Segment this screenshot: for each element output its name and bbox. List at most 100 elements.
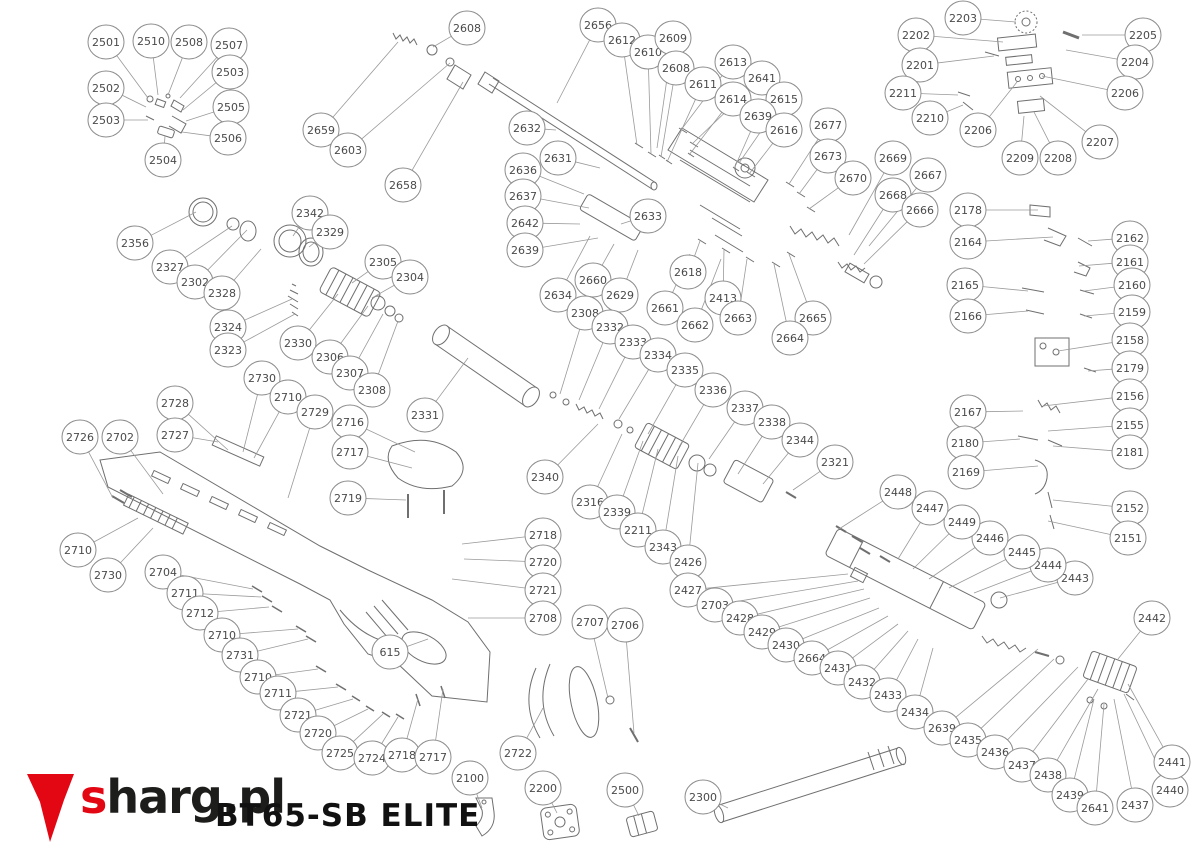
- callout-2666: 2666: [901, 192, 939, 228]
- callout-label: 2609: [659, 32, 687, 45]
- leader-line-2441: [1127, 683, 1164, 748]
- leader-line-2428: [757, 588, 865, 615]
- callout-label: 2728: [161, 397, 189, 410]
- callout-circle: [884, 75, 922, 111]
- leader-line-2443: [999, 581, 1058, 599]
- leader-line-2211: [920, 93, 959, 96]
- callout-2427: 2427: [669, 572, 707, 608]
- callout-2665: 2665: [794, 300, 832, 336]
- leader-line-2718: [461, 536, 526, 545]
- callout-label: 2210: [916, 112, 944, 125]
- callout-2718: 2718: [383, 737, 421, 773]
- callout-circle: [156, 417, 194, 453]
- callout-label: 2426: [674, 556, 702, 569]
- leader-line-2718: [406, 698, 419, 739]
- leader-line-2726: [88, 451, 114, 499]
- callout-2340: 2340: [526, 459, 564, 495]
- callout-circle: [302, 112, 340, 148]
- callout-label: 2618: [674, 266, 702, 279]
- brand-red-letter: s: [80, 770, 107, 824]
- callout-label: 2668: [879, 189, 907, 202]
- callout-circle: [896, 694, 934, 730]
- callout-label: 2444: [1034, 559, 1062, 572]
- callout-circle: [911, 490, 949, 526]
- callout-2615: 2615: [765, 81, 803, 117]
- callout-2662: 2662: [676, 307, 714, 343]
- leader-line-2618: [694, 240, 701, 257]
- callout-label: 2503: [92, 114, 120, 127]
- callout-label: 2321: [821, 456, 849, 469]
- callout-label: 2721: [284, 709, 312, 722]
- callout-label: 2711: [264, 687, 292, 700]
- leader-line-2158: [1057, 342, 1113, 352]
- leader-line-2710: [239, 628, 299, 635]
- callout-circle: [834, 160, 872, 196]
- callout-label: 2704: [149, 566, 177, 579]
- callout-label: 2673: [814, 150, 842, 163]
- callout-label: 2334: [644, 349, 672, 362]
- callout-circle: [101, 419, 139, 455]
- callout-label: 2641: [1081, 802, 1109, 815]
- leader-line-2668: [853, 209, 884, 256]
- callout-circle: [391, 259, 429, 295]
- callout-label: 2432: [848, 676, 876, 689]
- leader-line-2334: [618, 369, 649, 420]
- callout-circle: [508, 110, 546, 146]
- leader-line-2510: [152, 57, 159, 96]
- callout-circle: [406, 397, 444, 433]
- callout-2329: 2329: [311, 214, 349, 250]
- leader-line-2434: [919, 647, 934, 696]
- leader-line-2339: [622, 440, 644, 497]
- callout-2712: 2712: [181, 595, 219, 631]
- callout-2708: 2708: [524, 600, 562, 636]
- callout-label: 2413: [709, 292, 737, 305]
- callout-2503: 2503: [87, 102, 125, 138]
- callout-label: 2720: [529, 556, 557, 569]
- callout-circle: [89, 557, 127, 593]
- leader-line-2730: [120, 527, 154, 563]
- callout-circle: [669, 254, 707, 290]
- callout-2668: 2668: [874, 177, 912, 213]
- callout-label: 2335: [671, 364, 699, 377]
- callout-label: 2344: [786, 434, 814, 447]
- leader-line-2438: [1056, 688, 1099, 761]
- callout-2710: 2710: [269, 379, 307, 415]
- callout-label: 2717: [419, 751, 447, 764]
- callout-circle: [144, 554, 182, 590]
- leader-line-2433: [896, 638, 919, 681]
- callout-2166: 2166: [949, 298, 987, 334]
- callout-label: 2730: [248, 372, 276, 385]
- leader-line-2637: [540, 198, 590, 209]
- callout-circle: [959, 112, 997, 148]
- leader-line-2446: [928, 547, 976, 580]
- callout-2707: 2707: [571, 604, 609, 640]
- callout-2336: 2336: [694, 372, 732, 408]
- callout-label: 2308: [358, 384, 386, 397]
- leader-line-2210: [946, 104, 964, 113]
- callout-label: 2505: [217, 101, 245, 114]
- callout-label: 2438: [1034, 769, 1062, 782]
- leader-line-2152: [1052, 499, 1113, 507]
- callout-circle: [879, 474, 917, 510]
- callout-label: 2429: [748, 626, 776, 639]
- callout-label: 2614: [719, 93, 747, 106]
- callout-2664: 2664: [771, 320, 809, 356]
- callout-label: 2501: [92, 36, 120, 49]
- leader-line-2673: [798, 169, 818, 195]
- leader-line-2202: [933, 35, 1004, 43]
- callout-2203: 2203: [944, 0, 982, 36]
- leader-line-2508: [167, 57, 183, 96]
- callout-label: 2664: [798, 652, 826, 665]
- leader-line-2308: [559, 329, 581, 395]
- callout-circle: [87, 102, 125, 138]
- callout-2181: 2181: [1111, 434, 1149, 470]
- callout-2508: 2508: [170, 24, 208, 60]
- callout-label: 2703: [701, 599, 729, 612]
- leader-line-2721: [315, 698, 354, 711]
- leader-line-2335: [647, 384, 677, 435]
- callout-label: 2445: [1008, 546, 1036, 559]
- callout-2618: 2618: [669, 254, 707, 290]
- leader-line-2321: [792, 471, 821, 491]
- callout-2162: 2162: [1111, 220, 1149, 256]
- callout-2169: 2169: [947, 454, 985, 490]
